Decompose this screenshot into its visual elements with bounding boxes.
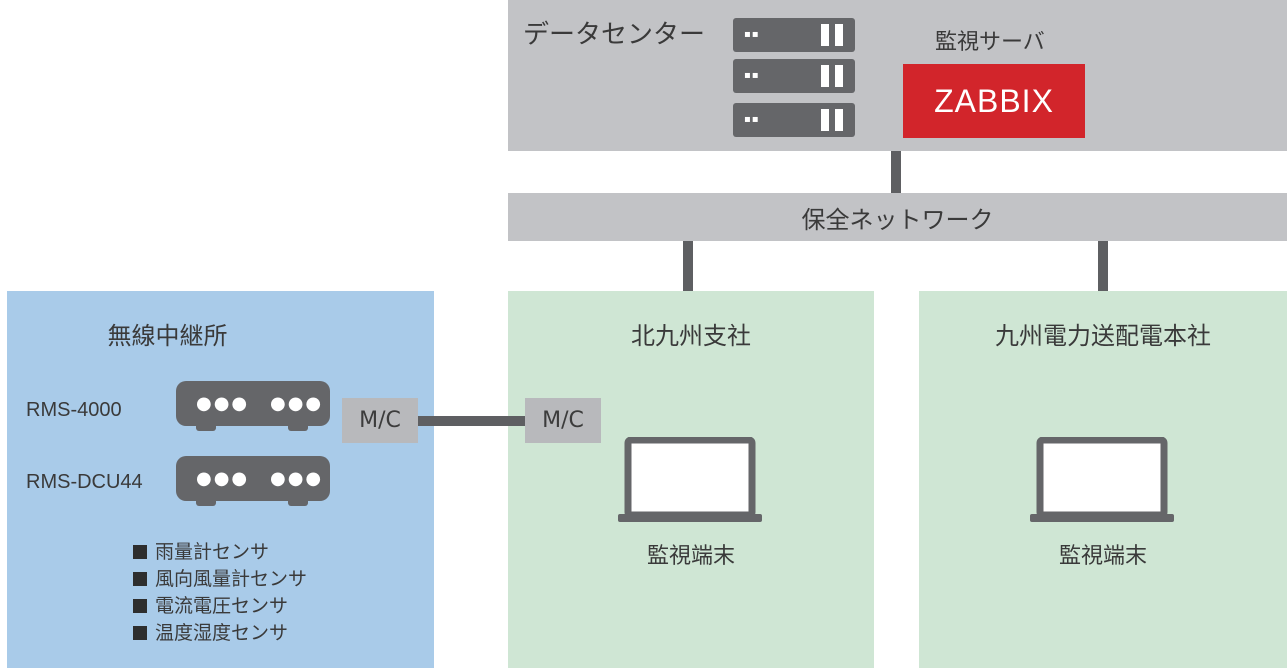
connector-network-hq — [1098, 241, 1108, 291]
sensor-item: 風向風量計センサ — [133, 566, 307, 593]
bullet-square-icon — [133, 626, 147, 640]
datacenter-panel — [508, 0, 1287, 151]
network-bar: 保全ネットワーク — [508, 193, 1287, 241]
sensor-item: 温度湿度センサ — [133, 620, 307, 647]
hq-title: 九州電力送配電本社 — [995, 322, 1211, 350]
laptop-icon — [1030, 437, 1174, 522]
connector-network-branch — [683, 241, 693, 291]
bullet-square-icon — [133, 572, 147, 586]
connector-datacenter-network — [891, 151, 901, 193]
relay-mc-box: M/C — [342, 398, 418, 443]
device-label-rms4000: RMS-4000 — [26, 399, 122, 421]
branch-mc-box: M/C — [525, 398, 601, 443]
network-label: 保全ネットワーク — [801, 205, 994, 234]
mc-link-line — [418, 416, 525, 426]
rms4000-device-icon: ●●● ●●● — [176, 381, 330, 431]
branch-title: 北九州支社 — [631, 322, 751, 350]
rmsdcu44-device-icon: ●●● ●●● — [176, 456, 330, 506]
monitor-server-label: 監視サーバ — [935, 30, 1045, 55]
sensor-item: 電流電圧センサ — [133, 593, 307, 620]
zabbix-logo: ZABBIX — [903, 64, 1085, 138]
relay-station-title: 無線中継所 — [107, 322, 228, 350]
sensor-item: 雨量計センサ — [133, 539, 307, 566]
server-stack-icon: ▪▪ ▪▪ ▪▪ — [733, 18, 855, 140]
bullet-square-icon — [133, 599, 147, 613]
datacenter-title: データセンター — [523, 20, 706, 50]
hq-terminal-label: 監視端末 — [1058, 544, 1147, 569]
bullet-square-icon — [133, 545, 147, 559]
branch-terminal-label: 監視端末 — [646, 544, 735, 569]
laptop-icon — [618, 437, 762, 522]
sensor-list: 雨量計センサ 風向風量計センサ 電流電圧センサ 温度湿度センサ — [133, 539, 307, 647]
device-label-rmsdcu44: RMS-DCU44 — [26, 471, 143, 493]
